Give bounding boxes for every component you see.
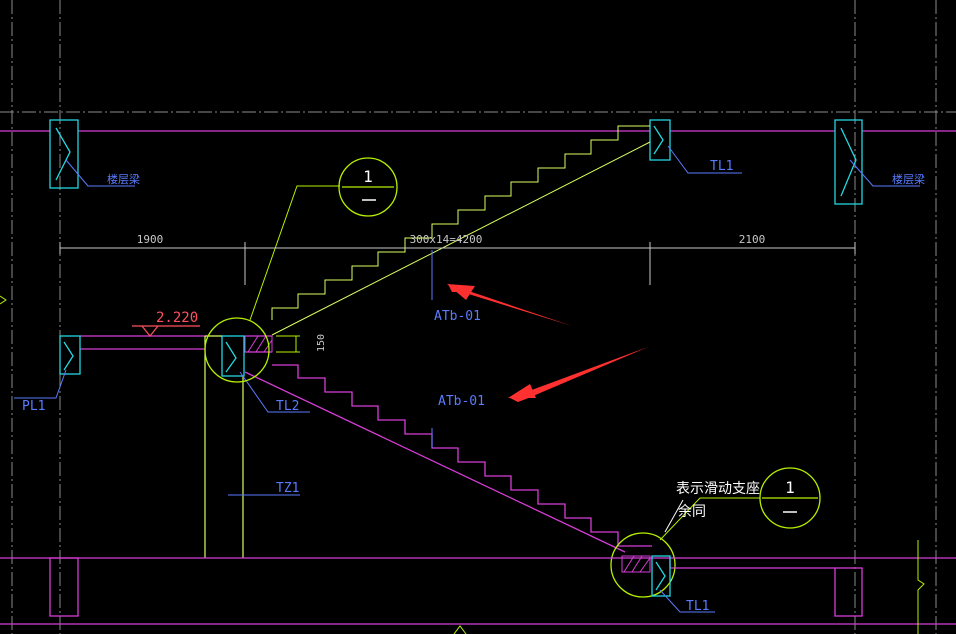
label-tl1-top: TL1 [710,159,733,174]
label-tz1: TZ1 [276,481,299,496]
dimension-line [59,242,856,285]
red-arrow-upper [447,284,572,326]
sliding-support-circle-lower [610,532,676,598]
floor-beam-left [49,119,79,189]
platform-beam-pl1 [59,335,81,375]
detail-marker-upper [338,157,398,217]
upper-stair-flight [271,125,651,336]
red-arrow-lower [508,347,648,402]
tl2-beam [221,335,245,377]
dim-rise: 150 [316,334,327,352]
edge-marks [0,295,925,634]
bottom-tl1-beam [651,555,671,597]
note-sliding-support: 表示滑动支座 [676,480,760,497]
label-pl1: PL1 [22,399,45,414]
label-atb-lower: ATb-01 [438,394,485,409]
dim-right-span: 2100 [739,233,766,246]
label-floor-beam-left: 楼层梁 [107,172,140,186]
top-landing-beam-tl1 [649,119,671,161]
note-leader [664,499,684,533]
label-atb-upper: ATb-01 [434,309,481,324]
bottom-hatch [621,555,651,573]
label-floor-beam-right: 楼层梁 [892,172,925,186]
sliding-support-circle-upper [204,317,270,383]
landing-slab [80,335,272,353]
detail-marker-lower [759,467,821,529]
dim-left-span: 1900 [137,233,164,246]
label-tl2: TL2 [276,399,299,414]
detail-leader-upper [249,185,340,321]
note-same-elsewhere: 余同 [678,503,706,520]
tl2-leader [239,371,310,413]
pl1-leader [14,369,67,399]
label-tl1-bottom: TL1 [686,599,709,614]
bottom-floor-slab [0,557,956,625]
detail-number-lower: 1 [785,478,795,497]
dim-middle-span: 300x14=4200 [410,233,483,246]
detail-number-upper: 1 [363,167,373,186]
elevation-marker [132,325,200,337]
lower-stair-flight [244,364,652,553]
tl1-bottom-leader [659,589,715,613]
detail-leader-lower [659,497,760,541]
beam-leaders [65,145,920,187]
elevation-value: 2.220 [156,310,198,326]
rise-dimension [276,335,300,353]
floor-beam-right [834,119,863,205]
landing-hatch [244,335,273,353]
